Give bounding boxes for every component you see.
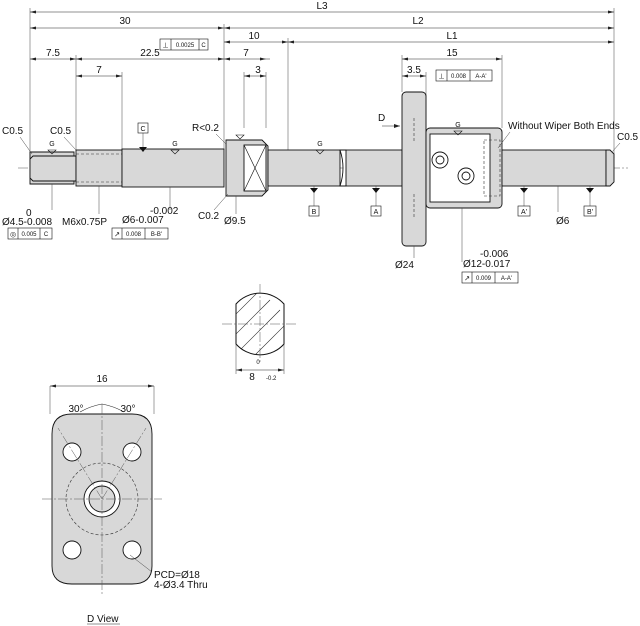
d-view-arrow-label: D: [378, 113, 385, 124]
note-c05-left: C0.5: [2, 126, 24, 137]
dim-3: 3: [255, 65, 261, 76]
ball-screw-shaft: [18, 91, 628, 247]
svg-text:↗: ↗: [464, 276, 470, 283]
note-c05-right: C0.5: [617, 132, 639, 143]
svg-text:◎: ◎: [10, 232, 16, 239]
d6-shaft-label: Ø6: [556, 216, 570, 227]
dim-7-mid: 7: [243, 48, 249, 59]
fcf-perp-top: ⊥ 0.0025 C: [159, 38, 209, 51]
d-view-flange: 16 30° 30° PCD=Ø18 4-Ø3.4 Thru D View: [42, 374, 208, 625]
overall-dimensions: L3 30 L2 10 L1 7.5 22.5 7 3: [29, 1, 615, 158]
svg-text:0.005: 0.005: [21, 232, 37, 238]
svg-text:A-A': A-A': [501, 276, 512, 282]
svg-text:A-A': A-A': [475, 74, 486, 80]
svg-text:G: G: [317, 141, 322, 148]
section-tol-upper: 0: [256, 360, 260, 366]
svg-text:C: C: [44, 232, 49, 238]
fcf-runout-nut: ↗ 0.009 A-A': [461, 271, 519, 284]
section-dim: 8: [249, 372, 255, 383]
fcf-concentricity: ◎ 0.005 C: [7, 227, 53, 240]
thread-label: M6x0.75P: [62, 217, 107, 228]
datum-a: A: [374, 209, 379, 216]
annotations: C0.5 C0.5 C0.5 R<0.2 C0.2 Without Wiper …: [2, 113, 639, 222]
dim-7-left: 7: [96, 65, 102, 76]
dim-16: 16: [96, 374, 108, 385]
svg-text:G: G: [172, 141, 177, 148]
dim-3-5: 3.5: [407, 65, 421, 76]
d24-label: Ø24: [395, 260, 414, 271]
angle-30-right: 30°: [120, 404, 135, 415]
svg-text:⊥: ⊥: [162, 43, 168, 50]
svg-text:0.0025: 0.0025: [176, 43, 195, 49]
d6-label: Ø6-0.007: [122, 215, 164, 226]
dim-l3: L3: [316, 1, 328, 12]
d45-label: Ø4.5-0.008: [2, 217, 52, 228]
note-c02: C0.2: [198, 211, 220, 222]
svg-text:0.009: 0.009: [476, 276, 492, 282]
note-r02: R<0.2: [192, 123, 219, 134]
dim-22-5: 22.5: [140, 48, 160, 59]
datum-b: B: [312, 209, 317, 216]
d45-tolerance: 0: [26, 208, 32, 219]
datum-a-prime: A': [521, 209, 527, 216]
datum-b-prime: B': [587, 209, 593, 216]
dim-7-5: 7.5: [46, 48, 60, 59]
svg-text:⊥: ⊥: [438, 74, 444, 81]
datum-c: C: [140, 126, 145, 133]
dim-15: 15: [446, 48, 458, 59]
svg-text:C: C: [201, 43, 206, 49]
dim-l2: L2: [412, 16, 424, 27]
fcf-runout-left: ↗ 0.008 B-B': [111, 227, 169, 240]
dim-30: 30: [119, 16, 131, 27]
datum-markers: C B A A' B': [137, 122, 597, 217]
fcf-perp-nut: ⊥ 0.008 A-A': [435, 69, 493, 82]
dim-10: 10: [248, 31, 260, 42]
d-view-title: D View: [87, 614, 119, 625]
svg-text:↗: ↗: [114, 232, 120, 239]
svg-text:G: G: [49, 141, 54, 148]
angle-30-left: 30°: [68, 404, 83, 415]
surface-finish-marks: G G G G: [47, 122, 463, 155]
diameter-callouts: 0 Ø4.5-0.008 M6x0.75P -0.002 Ø6-0.007 Ø9…: [2, 184, 570, 271]
note-c05-shaft: C0.5: [50, 126, 72, 137]
note-wiper: Without Wiper Both Ends: [508, 121, 620, 132]
svg-text:0.008: 0.008: [451, 74, 467, 80]
cross-section: 0 8 -0.2: [222, 284, 298, 383]
d95-label: Ø9.5: [224, 216, 246, 227]
d6-tolerance: -0.002: [150, 206, 179, 217]
svg-text:G: G: [455, 122, 460, 129]
note-holes: 4-Ø3.4 Thru: [154, 580, 208, 591]
d12-label: Ø12-0.017: [463, 259, 511, 270]
svg-text:B-B': B-B': [151, 232, 162, 238]
d12-tolerance: -0.006: [480, 249, 509, 260]
dim-l1: L1: [446, 31, 458, 42]
note-pcd: PCD=Ø18: [154, 570, 200, 581]
section-tol-lower: -0.2: [266, 376, 277, 382]
svg-text:0.008: 0.008: [126, 232, 142, 238]
